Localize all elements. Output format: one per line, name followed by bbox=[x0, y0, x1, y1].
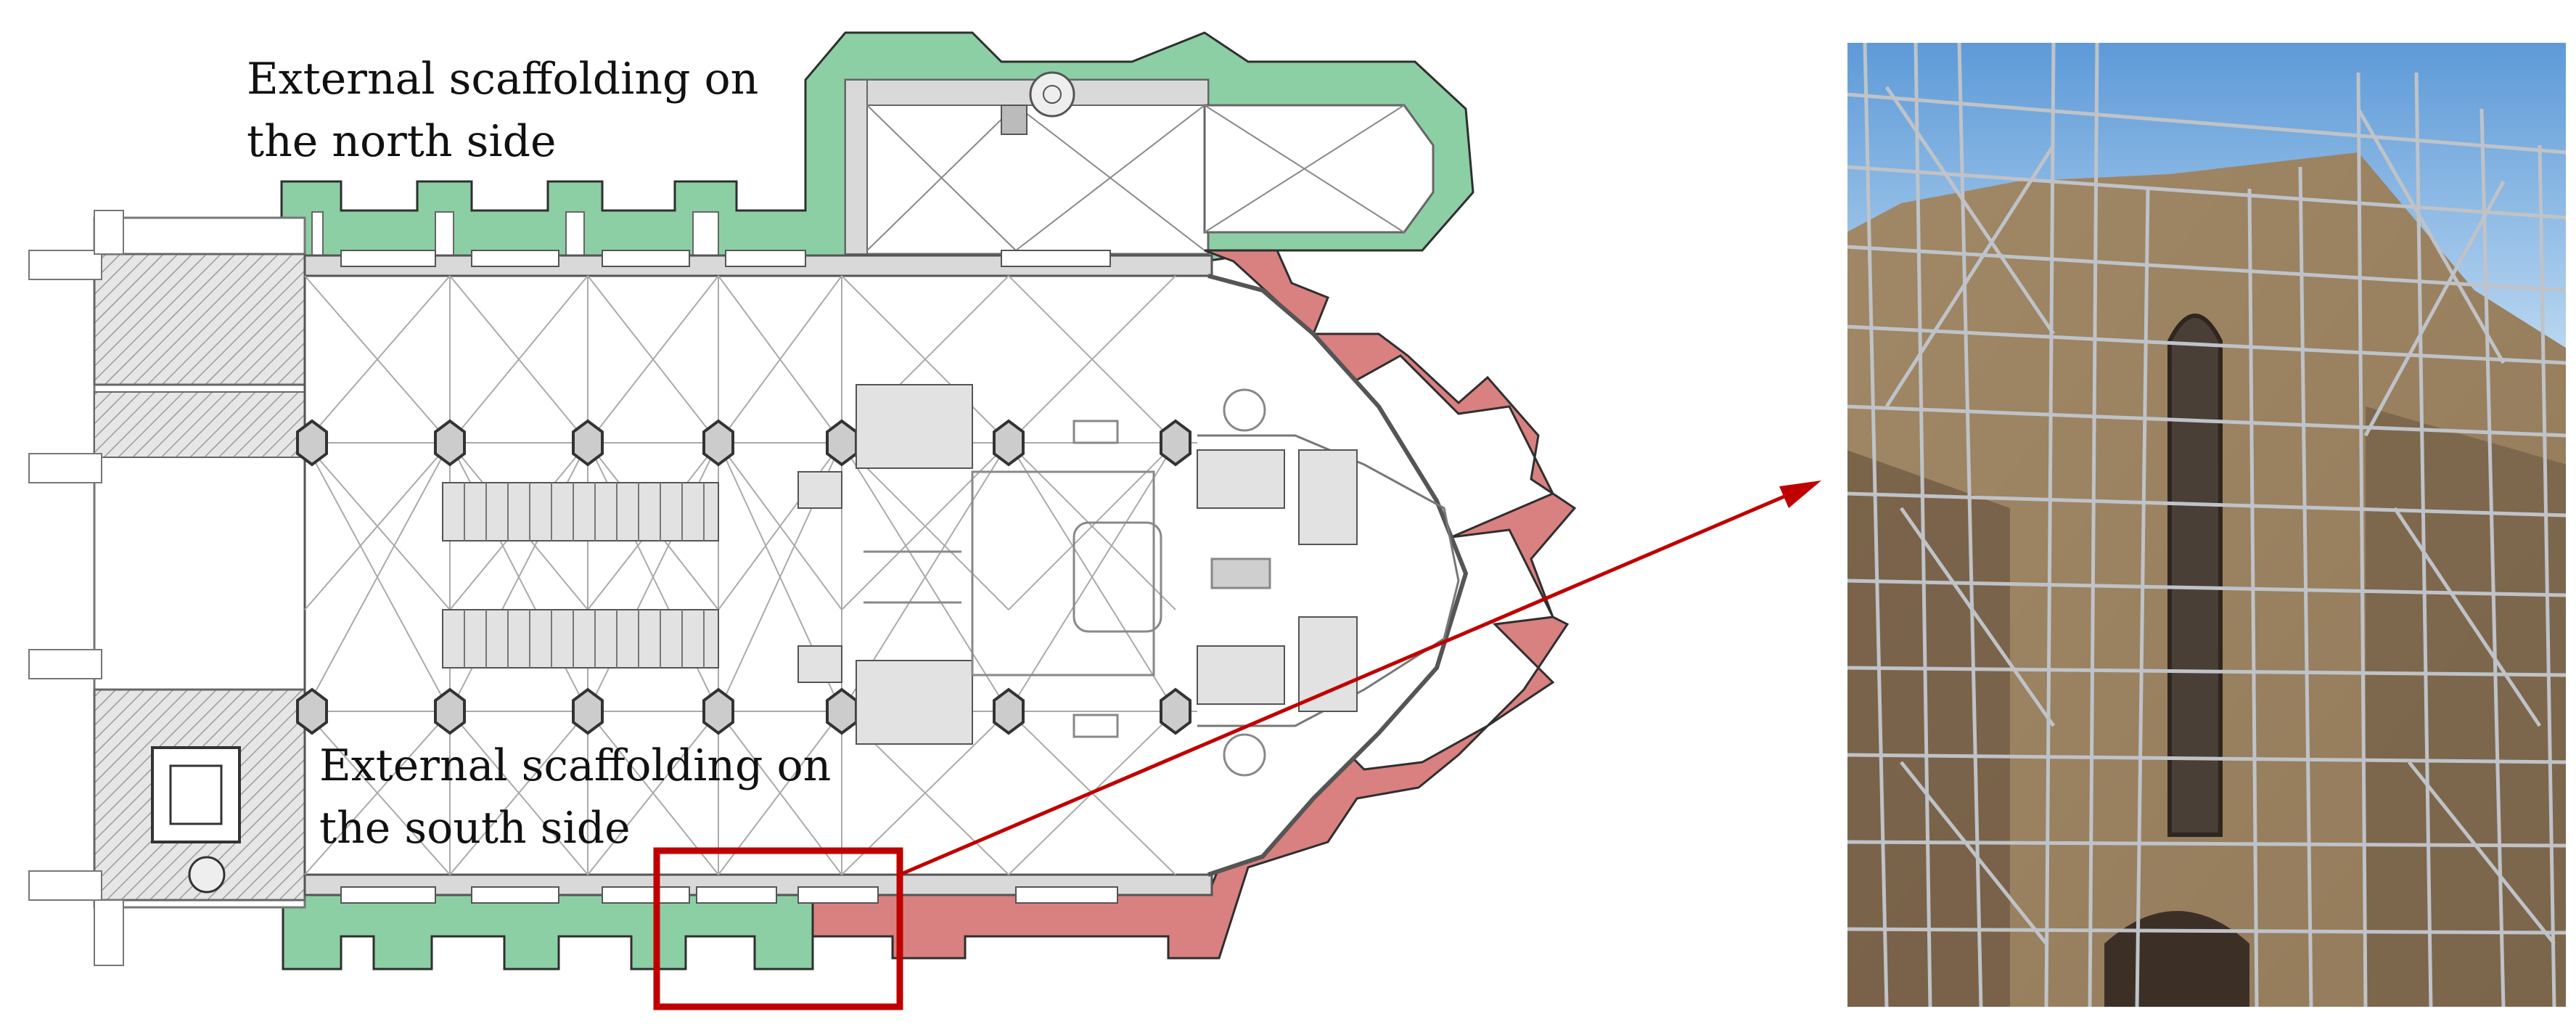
north-chapel bbox=[844, 71, 1435, 256]
south-label-line2: the south side bbox=[319, 803, 631, 854]
pews bbox=[442, 384, 1358, 745]
pew-lines bbox=[464, 483, 705, 668]
south-scaffolding-green bbox=[282, 893, 814, 970]
highlight-frame bbox=[653, 847, 903, 1010]
choir bbox=[864, 388, 1271, 777]
north-label-line1: External scaffolding on bbox=[247, 54, 759, 105]
floor-plan bbox=[28, 31, 1821, 1010]
south-label-line1: External scaffolding on bbox=[319, 740, 832, 791]
south-scaffolding-label: External scaffolding on the south side bbox=[319, 735, 831, 859]
south-scaffolding-red bbox=[811, 249, 1577, 960]
north-label-line2: the north side bbox=[247, 116, 557, 167]
north-scaffolding-label: External scaffolding on the north side bbox=[247, 48, 758, 173]
arrow-right-icon bbox=[899, 481, 1821, 877]
scaffold-tubes bbox=[1846, 41, 2567, 1008]
scaffolding-photo bbox=[1846, 41, 2567, 1008]
wall-buttresses bbox=[340, 250, 1118, 904]
nave-piers bbox=[296, 419, 1191, 735]
